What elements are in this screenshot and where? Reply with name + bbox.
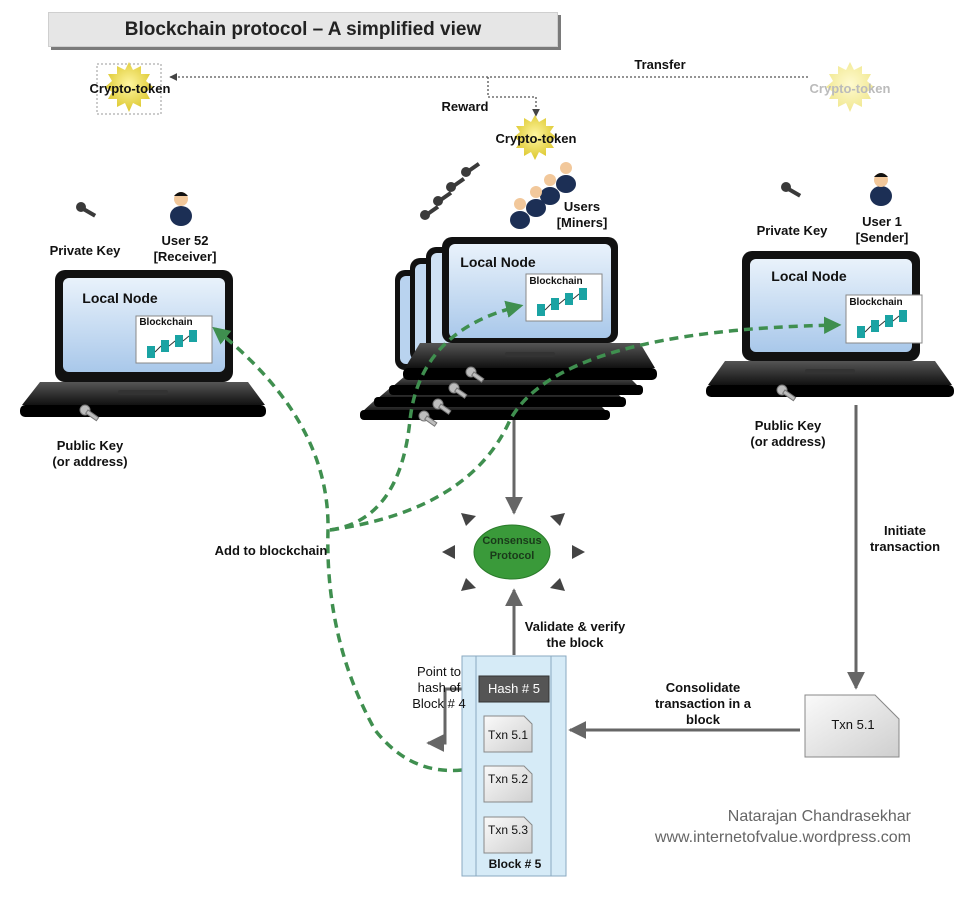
miners-users-icon xyxy=(510,162,576,229)
block-txn-3: Txn 5.3 xyxy=(487,823,529,837)
add-to-blockchain-flows xyxy=(212,300,842,773)
sender-public-key-label: Public Key(or address) xyxy=(750,418,826,449)
receiver-public-key-label: Public Key(or address) xyxy=(52,438,128,469)
consensus-arrows xyxy=(442,513,585,591)
pending-txn-label: Txn 5.1 xyxy=(831,717,875,732)
process-arrows xyxy=(426,405,865,752)
sender-blockchain-label: Blockchain xyxy=(849,297,903,308)
reward-label: Reward xyxy=(441,99,489,114)
pending-transaction-doc xyxy=(804,694,900,758)
receiver-user-label: User 52[Receiver] xyxy=(153,233,217,264)
miners-local-node-label: Local Node xyxy=(460,254,536,270)
miner-public-keys-icon xyxy=(418,366,485,427)
receiver-private-key-label: Private Key xyxy=(49,243,121,258)
miners-blockchain-label: Blockchain xyxy=(529,276,583,287)
receiver-local-node-label: Local Node xyxy=(82,290,158,306)
crypto-token-right-icon xyxy=(826,62,874,112)
crypto-token-left-label: Crypto-token xyxy=(89,81,171,96)
receiver-laptop xyxy=(20,270,266,417)
private-key-receiver-icon xyxy=(76,202,97,218)
sender-user-label: User 1[Sender] xyxy=(855,214,909,245)
crypto-token-center-icon xyxy=(514,115,556,160)
sender-laptop xyxy=(706,251,954,397)
block-5-panel xyxy=(461,655,567,877)
sender-user-icon xyxy=(870,173,892,206)
miners-users-label: Users[Miners] xyxy=(556,199,608,230)
sender-local-node-label: Local Node xyxy=(771,268,847,284)
public-key-receiver-icon xyxy=(79,404,100,422)
sender-blockchain-widget xyxy=(845,294,923,344)
receiver-blockchain-widget xyxy=(135,315,213,364)
block-label: Block # 5 xyxy=(488,857,542,871)
miner-private-keys-icon xyxy=(420,162,481,220)
block-txn-1: Txn 5.1 xyxy=(487,728,529,742)
receiver-blockchain-label: Blockchain xyxy=(139,317,193,328)
sender-private-key-label: Private Key xyxy=(756,223,828,238)
public-key-sender-icon xyxy=(776,384,797,402)
miners-blockchain-widget xyxy=(525,273,603,322)
consensus-protocol-node xyxy=(473,524,551,580)
private-key-sender-icon xyxy=(781,182,802,198)
crypto-token-left-icon xyxy=(96,62,162,115)
add-to-blockchain-label: Add to blockchain xyxy=(214,543,328,558)
crypto-token-right-label: Crypto-token xyxy=(809,81,891,96)
transfer-label: Transfer xyxy=(634,57,686,72)
block-txn-2: Txn 5.2 xyxy=(487,772,529,786)
crypto-token-center-label: Crypto-token xyxy=(495,131,577,146)
receiver-user-icon xyxy=(170,192,192,226)
block-hash-label: Hash # 5 xyxy=(487,681,541,696)
page-title: Blockchain protocol – A simplified view xyxy=(48,12,558,47)
transfer-arrow xyxy=(169,73,808,117)
